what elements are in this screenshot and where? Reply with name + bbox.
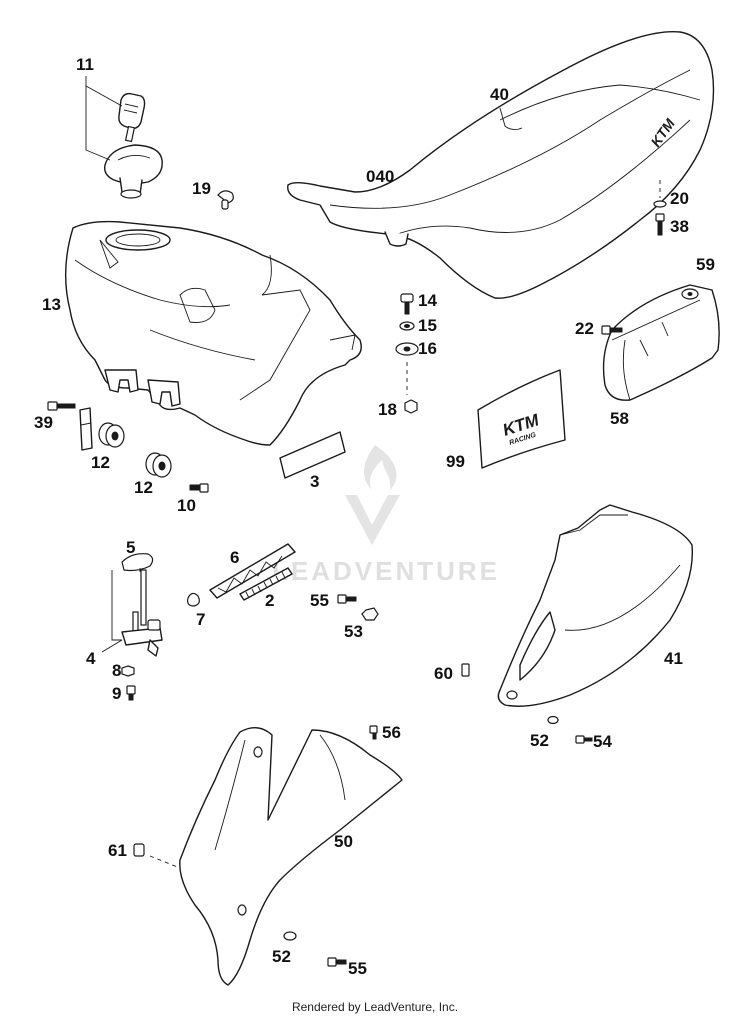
part-41-side-cover[interactable] [497, 504, 694, 707]
callout-20[interactable]: 20 [670, 189, 689, 208]
part-39-bolt[interactable] [47, 401, 76, 411]
part-53-nut[interactable] [361, 607, 379, 621]
part-11-key-and-cap[interactable] [104, 92, 163, 199]
callout-52-upper[interactable]: 52 [530, 731, 549, 750]
part-14-bolt[interactable] [400, 293, 414, 315]
callout-15[interactable]: 15 [418, 316, 437, 335]
part-52-washer-upper[interactable] [547, 715, 559, 725]
callout-4[interactable]: 4 [86, 649, 96, 668]
part-60-clip[interactable] [461, 663, 470, 677]
callout-55-upper[interactable]: 55 [310, 591, 329, 610]
callout-19[interactable]: 19 [192, 179, 211, 198]
callout-54[interactable]: 54 [593, 732, 612, 751]
callout-13[interactable]: 13 [42, 295, 61, 314]
callout-6[interactable]: 6 [230, 548, 239, 567]
callout-22[interactable]: 22 [575, 319, 594, 338]
part-20-washer[interactable] [653, 200, 667, 208]
part-10-screw[interactable] [189, 483, 209, 493]
leader-lines [85, 76, 523, 653]
callout-9[interactable]: 9 [112, 684, 121, 703]
callout-60[interactable]: 60 [434, 664, 453, 683]
watermark-text: LEADVENTURE [272, 556, 500, 586]
callout-41[interactable]: 41 [664, 649, 683, 668]
callout-99[interactable]: 99 [446, 452, 465, 471]
callout-12-lower[interactable]: 12 [134, 478, 153, 497]
part-4-fuel-tap[interactable] [111, 569, 163, 657]
part-55-screw-lower[interactable] [327, 957, 347, 967]
callout-50[interactable]: 50 [334, 832, 353, 851]
part-58-tool-box[interactable] [602, 284, 720, 401]
callout-40[interactable]: 40 [490, 85, 509, 104]
callout-3[interactable]: 3 [310, 472, 319, 491]
footer-credit: Rendered by LeadVenture, Inc. [292, 1000, 458, 1014]
callouts: 11 40 040 19 20 38 13 14 15 16 59 22 58 … [34, 55, 715, 978]
part-55-screw-upper[interactable] [337, 594, 357, 604]
callout-56[interactable]: 56 [382, 723, 401, 742]
callout-16[interactable]: 16 [418, 339, 437, 358]
callout-55-lower[interactable]: 55 [348, 959, 367, 978]
part-13-fuel-tank[interactable] [64, 220, 362, 446]
watermark-v-icon [345, 495, 400, 545]
part-12-rubber-bush-upper[interactable] [98, 422, 125, 448]
callout-38[interactable]: 38 [670, 217, 689, 236]
part-22-screw[interactable] [601, 325, 623, 335]
part-54-screw[interactable] [575, 735, 593, 744]
callout-53[interactable]: 53 [344, 622, 363, 641]
watermark: LEADVENTURE [272, 445, 500, 586]
part-19-vent-valve[interactable] [217, 190, 234, 210]
callout-61[interactable]: 61 [108, 841, 127, 860]
part-15-washer[interactable] [399, 321, 415, 331]
callout-2[interactable]: 2 [265, 591, 274, 610]
part-16-grommet[interactable] [395, 342, 419, 356]
part-2-hose-spring[interactable] [239, 567, 293, 601]
callout-11[interactable]: 11 [76, 55, 94, 74]
callout-10[interactable]: 10 [177, 496, 196, 515]
callout-18[interactable]: 18 [378, 400, 397, 419]
part-8-nut[interactable] [121, 665, 135, 677]
part-56-screw[interactable] [369, 725, 378, 740]
callout-39[interactable]: 39 [34, 413, 53, 432]
watermark-flame-icon [364, 445, 397, 490]
callout-7[interactable]: 7 [196, 610, 205, 629]
part-9-screw[interactable] [126, 685, 136, 701]
part-12-rubber-bush-lower[interactable] [145, 452, 172, 478]
callout-14[interactable]: 14 [418, 291, 437, 310]
part-6-fuel-hose[interactable] [209, 543, 296, 599]
callout-12-upper[interactable]: 12 [91, 453, 110, 472]
part-59-tool-box-strap[interactable] [681, 288, 699, 300]
part-3-rubber-strip[interactable] [279, 431, 346, 479]
part-40-seat[interactable]: KTM [287, 30, 715, 299]
callout-52-lower[interactable]: 52 [272, 947, 291, 966]
callout-58[interactable]: 58 [610, 409, 629, 428]
part-52-washer-lower[interactable] [283, 931, 297, 941]
part-18-nut[interactable] [404, 399, 418, 414]
callout-8[interactable]: 8 [112, 661, 121, 680]
part-50-spoiler[interactable] [179, 727, 403, 986]
part-5-seal[interactable] [121, 553, 154, 572]
callout-5[interactable]: 5 [126, 538, 135, 557]
part-38-screw[interactable] [655, 213, 665, 236]
callout-59[interactable]: 59 [696, 255, 715, 274]
part-7-hose-clamp[interactable] [187, 592, 200, 607]
callout-040[interactable]: 040 [366, 167, 394, 186]
part-99-sticker[interactable]: KTM RACING [477, 369, 566, 469]
part-61-clip[interactable] [133, 843, 145, 857]
part-39-spacer[interactable] [79, 407, 93, 451]
